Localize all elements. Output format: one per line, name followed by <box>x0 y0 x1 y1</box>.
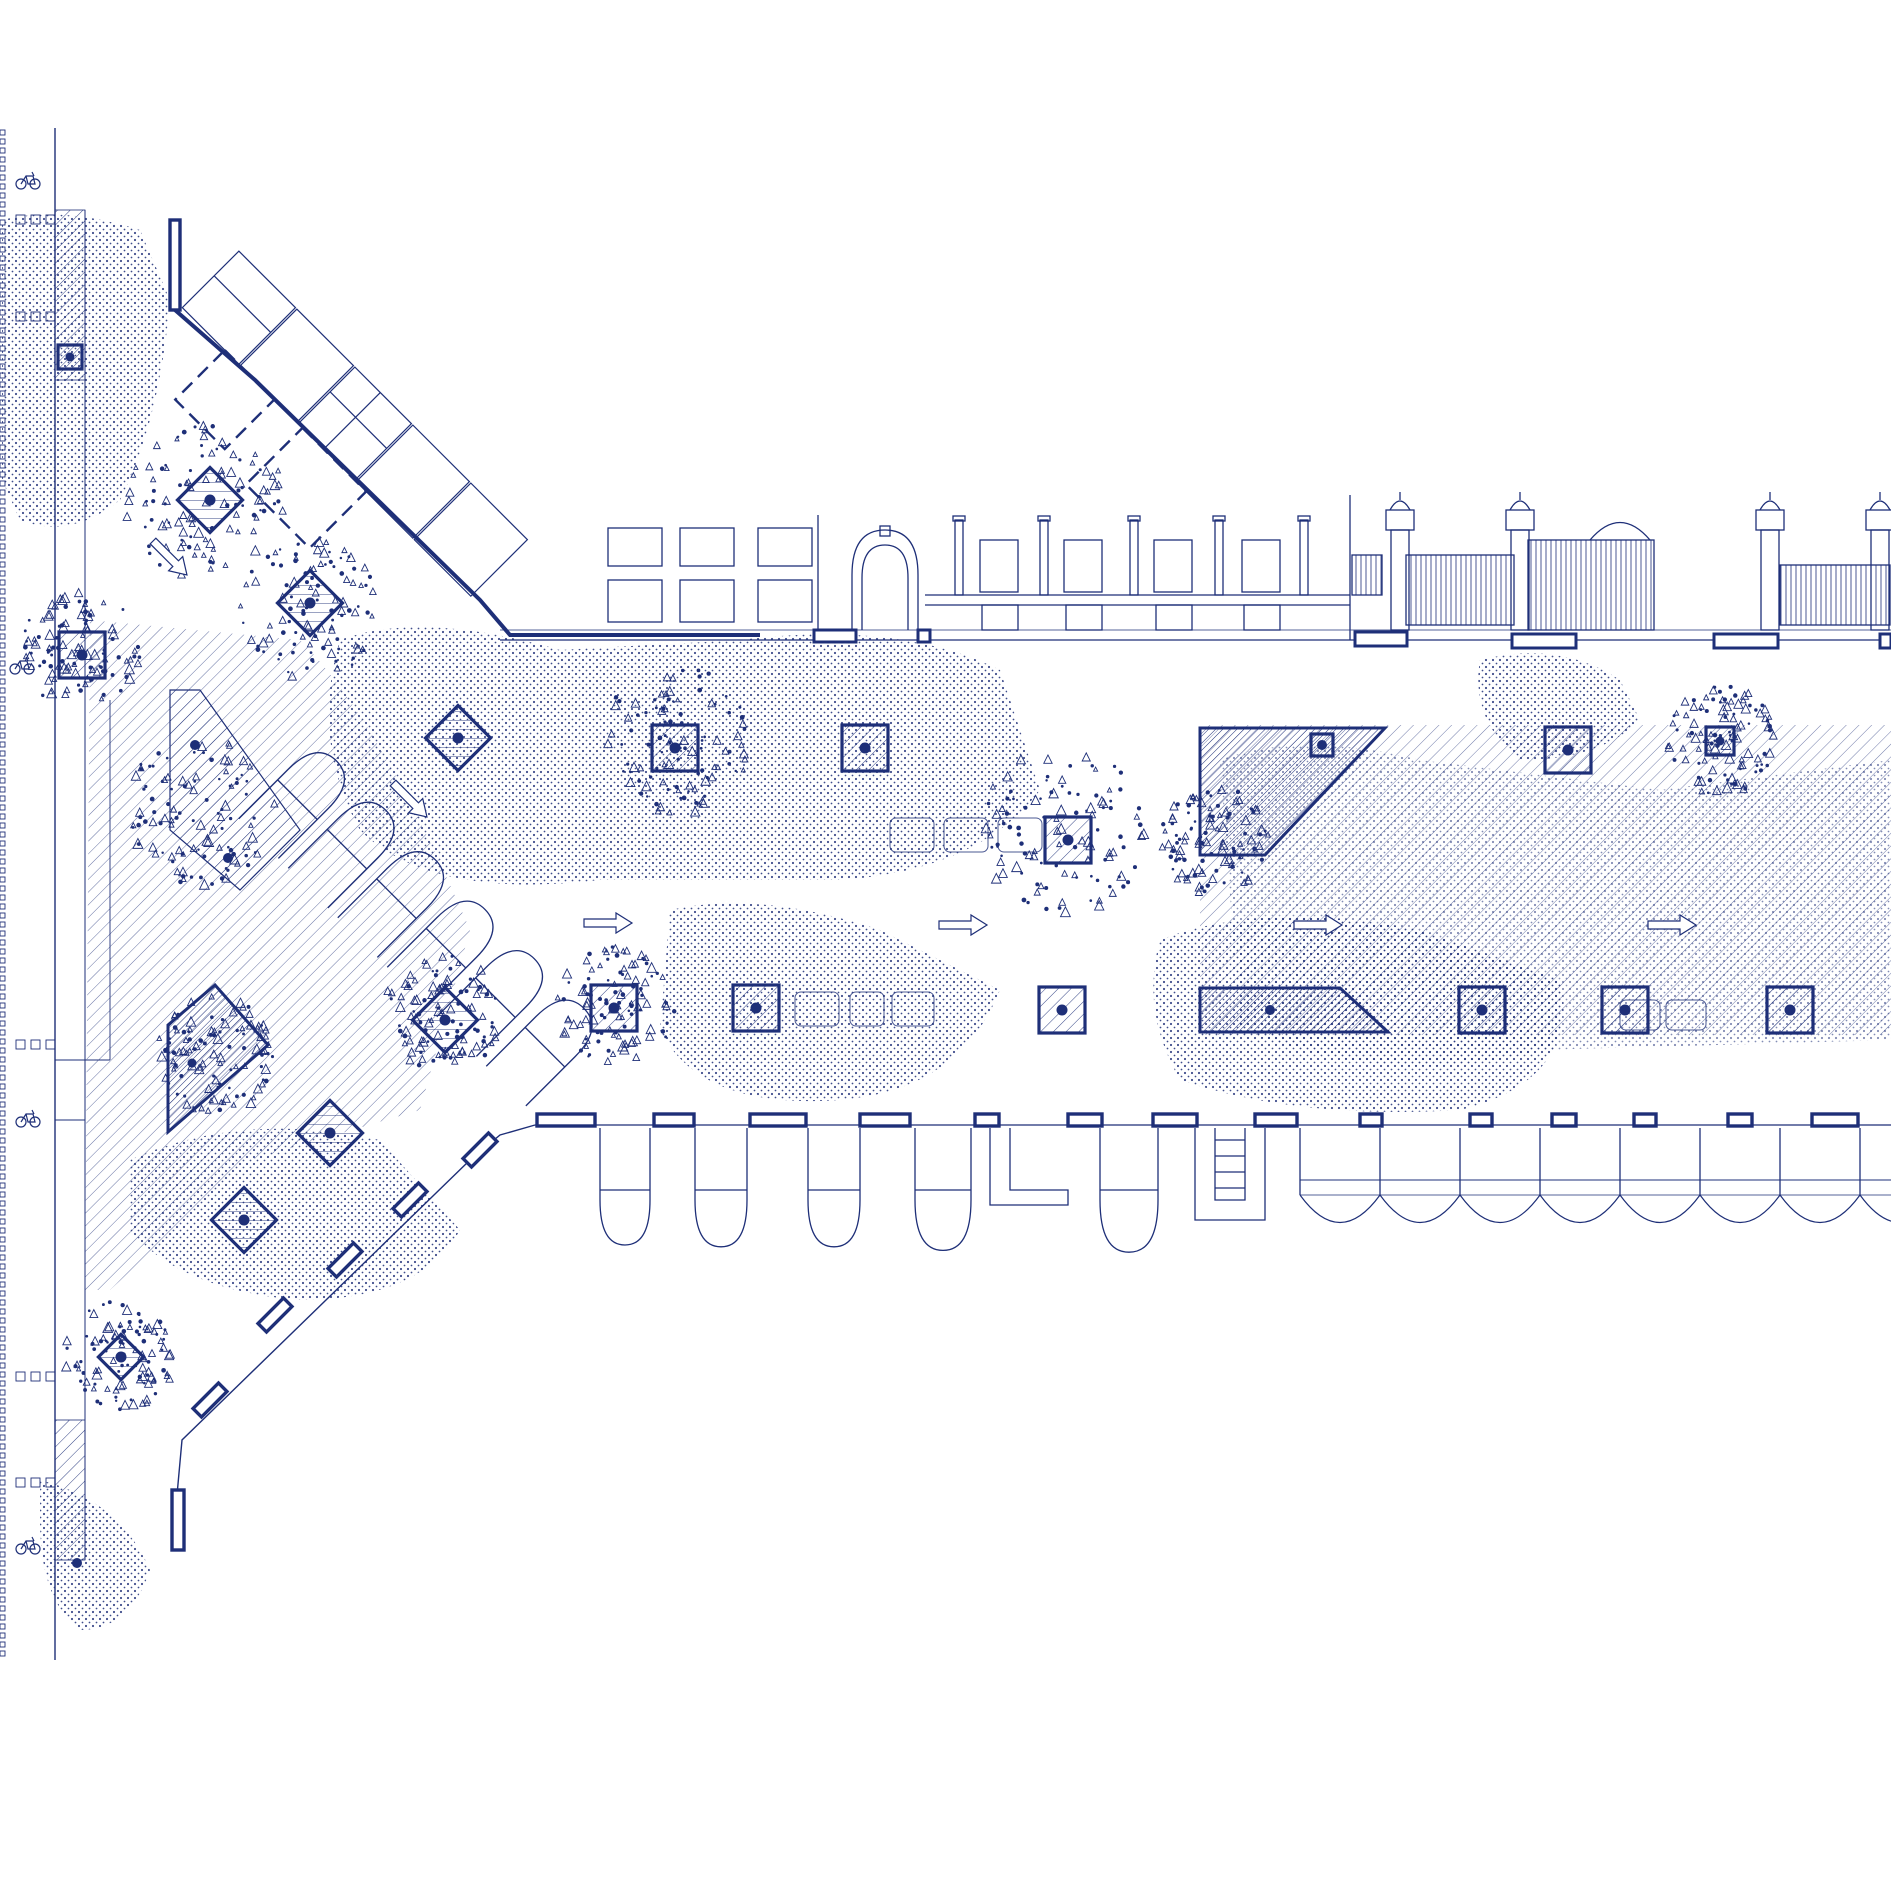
arrow-right-icon <box>389 779 428 818</box>
north-facade-elevation <box>500 492 1891 641</box>
tree-trunk-dot <box>190 740 200 750</box>
tree-trunk-dot <box>1265 1005 1275 1015</box>
bicycle-icon <box>15 1536 41 1555</box>
bicycle-icon <box>15 1109 41 1128</box>
tree-trunk-dot <box>72 1558 82 1568</box>
north-plinths <box>812 628 1891 650</box>
tree-pit <box>175 465 245 535</box>
south-plinths <box>168 218 1860 1552</box>
tree-pit <box>57 630 107 680</box>
tree-pit <box>1543 725 1593 775</box>
tree-pit <box>410 985 480 1055</box>
direction-arrows <box>149 537 1698 937</box>
diagonal-buildings-north <box>173 222 760 637</box>
tree-pit <box>96 1332 146 1382</box>
arrow-right-icon <box>938 913 989 937</box>
tree-pits <box>56 343 1815 1568</box>
tree-pit <box>295 1098 365 1168</box>
tree-pit <box>1704 725 1736 757</box>
parking-strip <box>0 129 56 1657</box>
tree-pit <box>1457 985 1507 1035</box>
tree-pit <box>1043 815 1093 865</box>
tree-trunk-dot <box>1317 740 1327 750</box>
tree-pit <box>1037 985 1087 1035</box>
arrow-right-icon <box>1293 913 1344 937</box>
tree-pit <box>589 983 639 1033</box>
tree-trunk-dot <box>223 853 233 863</box>
tree-pit <box>1765 985 1815 1035</box>
tree-canopy-scatter <box>22 420 1778 1412</box>
tree-pit <box>423 703 493 773</box>
tree-pit <box>650 723 700 773</box>
tree-pit <box>275 568 345 638</box>
tree-pit <box>209 1185 279 1255</box>
arrow-right-icon <box>583 911 634 935</box>
tree-pit <box>840 723 890 773</box>
bicycle-icons <box>9 171 41 1555</box>
arrow-right-icon <box>149 537 188 576</box>
tree-pit <box>56 343 84 371</box>
arrow-right-icon <box>1647 913 1698 937</box>
bicycle-icon <box>15 171 41 190</box>
tree-pit <box>731 983 781 1033</box>
tree-pit <box>187 1058 197 1068</box>
tree-pit <box>1600 985 1650 1035</box>
